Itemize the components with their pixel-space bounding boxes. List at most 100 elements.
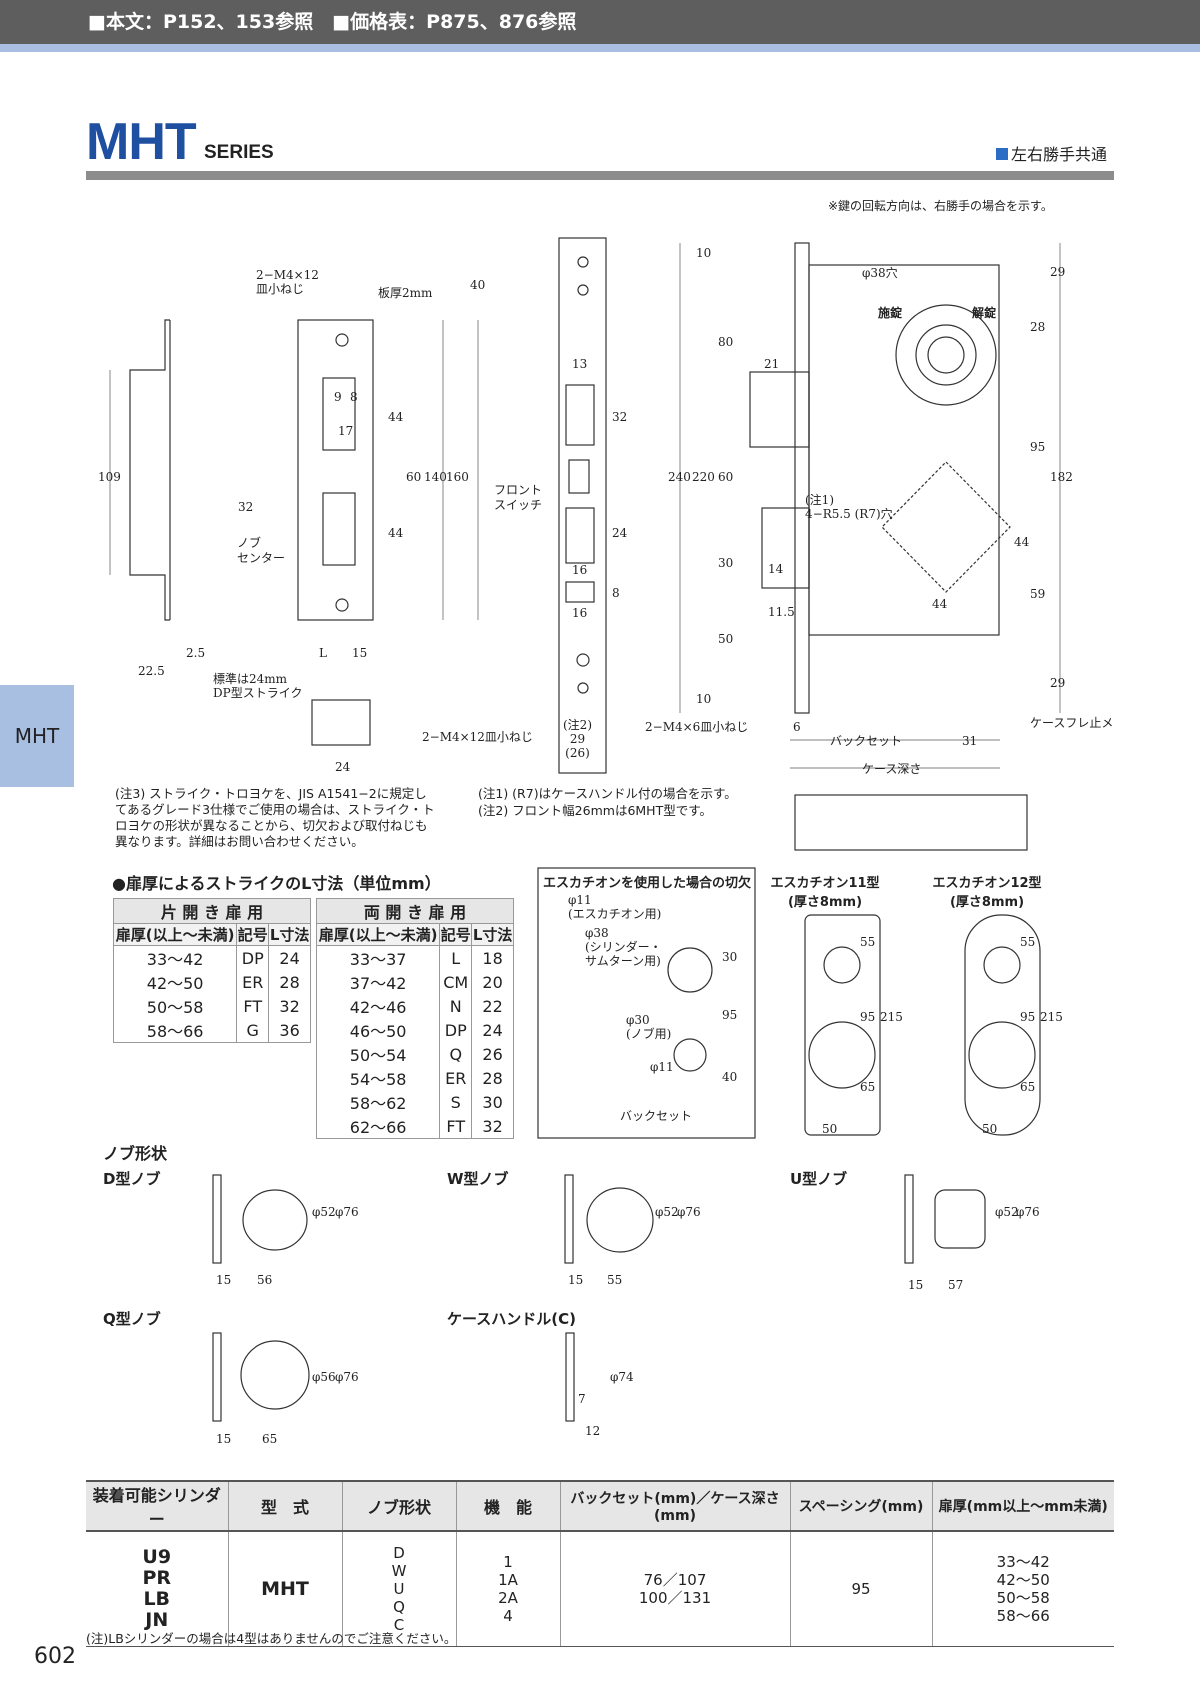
dim: 7 (578, 1392, 586, 1406)
table-row: U9 PR LB JN MHT D W U Q C 1 1A 2A 4 76／1… (86, 1531, 1114, 1647)
dim: 40 (470, 278, 486, 292)
dim: 17 (338, 424, 354, 438)
note-1: (注1) (R7)はケースハンドル付の場合を示す。 (478, 786, 737, 801)
case-handle-label: ケースハンドル(C) (447, 1310, 576, 1328)
drawing-label: 2−M4×12 皿小ねじ (256, 268, 319, 296)
dim: 215 (880, 1010, 903, 1024)
table-heading: 両 開 き 扉 用 (316, 898, 514, 924)
dim: 8 (350, 390, 358, 404)
dim: 10 (696, 246, 712, 260)
drawing-label: 板厚2mm (378, 286, 433, 300)
drawing-label: ケースフレ止メ (1030, 716, 1114, 730)
dim: 14 (768, 562, 784, 576)
dim: 55 (1020, 935, 1036, 949)
dim: 21 (764, 357, 780, 371)
dim: φ76 (335, 1205, 359, 1219)
dim: 16 (572, 606, 588, 620)
col-header: L寸法 (268, 923, 311, 946)
dim: 60 (718, 470, 734, 484)
strike-side-drawing (109, 237, 1061, 1139)
dim: 44 (388, 526, 404, 540)
dim: 16 (572, 563, 588, 577)
spec-footnote: (注)LBシリンダーの場合は4型はありませんのでご注意ください。 (86, 1631, 457, 1646)
dim: 24 (612, 526, 628, 540)
dim: 10 (696, 692, 712, 706)
dim: 24 (335, 760, 351, 774)
dim: 55 (607, 1273, 623, 1287)
series-title: MHT (86, 113, 197, 171)
dim: 13 (572, 357, 588, 371)
dim: 109 (98, 470, 121, 484)
dim: L (319, 646, 327, 660)
col-header: 記号 (236, 923, 270, 946)
dim: 95 (860, 1010, 876, 1024)
col-header: ノブ形状 (341, 1480, 456, 1532)
side-tab: MHT (0, 685, 74, 787)
knob-u-label: U型ノブ (790, 1170, 848, 1188)
knob-drawings (212, 1174, 986, 1422)
dim: 140 (424, 470, 447, 484)
drawing-label: バックセット (620, 1109, 693, 1123)
dim: φ52 (655, 1205, 679, 1219)
page-number: 602 (34, 1644, 76, 1669)
dim: φ74 (610, 1370, 634, 1384)
dim: φ52 (312, 1205, 336, 1219)
dim: 60 (406, 470, 422, 484)
drawing-label: ノブ センター (237, 536, 286, 565)
dim: 8 (612, 586, 620, 600)
dim: 215 (1040, 1010, 1063, 1024)
col-header: 装着可能シリンダー (86, 1480, 228, 1532)
dim: 30 (718, 556, 734, 570)
dim: 65 (1020, 1080, 1036, 1094)
col-header: 扉厚(mm以上〜mm未満) (931, 1480, 1114, 1532)
dim: φ76 (677, 1205, 701, 1219)
dim: 182 (1050, 470, 1073, 484)
header-accent-line (0, 44, 1200, 52)
spec-table: 装着可能シリンダー 型 式 ノブ形状 機 能 バックセット(mm)／ケース深さ(… (86, 1480, 1114, 1647)
knob-w-label: W型ノブ (447, 1170, 509, 1188)
drawing-label: フロント スイッチ (494, 483, 543, 512)
drawing-label: φ38穴 (862, 266, 898, 280)
knob-section-title: ノブ形状 (103, 1144, 168, 1163)
dim: φ52 (995, 1205, 1019, 1219)
dim: 9 (334, 390, 342, 404)
col-header: スペーシング(mm) (789, 1480, 932, 1532)
dim: 65 (262, 1432, 278, 1446)
dim: 57 (948, 1278, 964, 1292)
dim: 2.5 (186, 646, 206, 660)
unlock-label: 解錠 (972, 306, 997, 320)
dim: φ56 (312, 1370, 336, 1384)
dim: 22.5 (138, 664, 165, 678)
drawing-label: (注2) 29 (26) (563, 718, 592, 760)
dim: 31 (962, 734, 978, 748)
drawing-label: 2−M4×12皿小ねじ (422, 730, 533, 744)
dim: 50 (982, 1122, 998, 1136)
escutcheon-cut-title: エスカチオンを使用した場合の切欠 (543, 876, 752, 891)
col-header: L寸法 (471, 923, 514, 946)
reference-header: ■本文：P152、153参照 ■価格表：P875、876参照 (0, 0, 1200, 44)
col-header: 型 式 (227, 1480, 342, 1532)
strike-table-title: ●扉厚によるストライクのL寸法（単位mm） (112, 874, 441, 893)
series-subtitle: SERIES (204, 142, 274, 163)
backset-label: バックセット (830, 734, 903, 748)
dim: 40 (722, 1070, 738, 1084)
lock-label: 施錠 (878, 306, 903, 320)
dim: φ76 (335, 1370, 359, 1384)
drawing-label: 2−M4×6皿小ねじ (645, 720, 749, 734)
dim: φ76 (1016, 1205, 1040, 1219)
dim: 30 (722, 950, 738, 964)
dim: 6 (793, 720, 801, 734)
dim: 95 (1020, 1010, 1036, 1024)
dim: 32 (238, 500, 254, 514)
